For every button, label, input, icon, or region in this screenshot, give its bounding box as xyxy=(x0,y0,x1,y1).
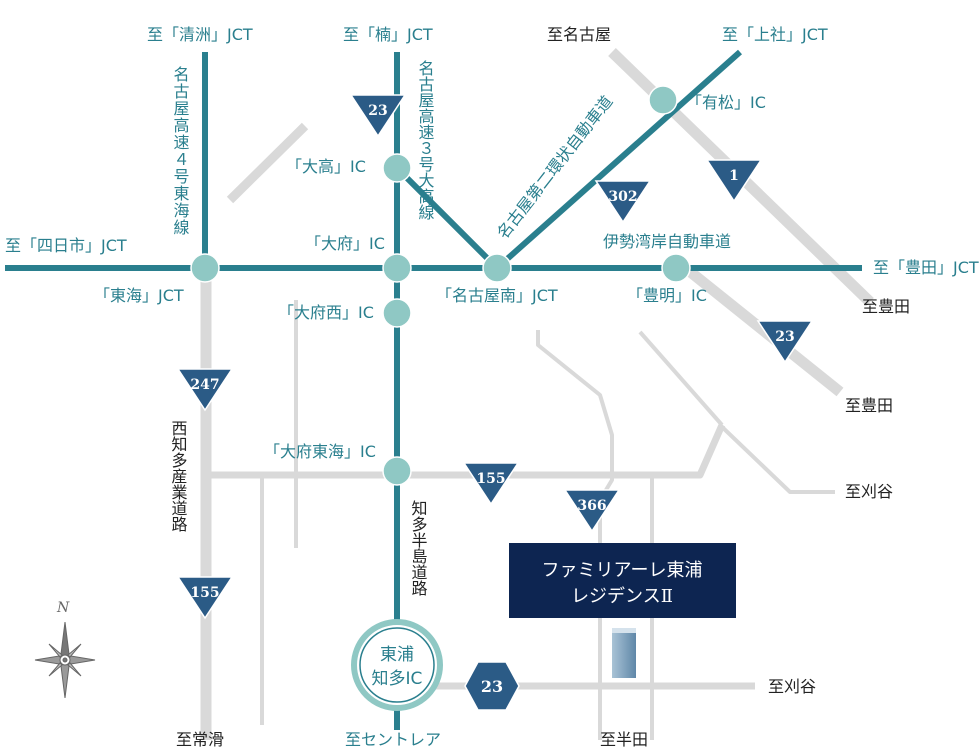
label-kusu-jct: 至「楠」JCT xyxy=(343,25,433,44)
node-arimatsu xyxy=(648,85,678,115)
route-shields: 23 1 302 23 247 155 366 155 xyxy=(176,94,814,711)
property-name-line1: ファミリアーレ東浦 xyxy=(542,560,703,581)
label-yokkaichi-jct: 至「四日市」JCT xyxy=(5,236,127,255)
route-shield-23-south: 23 xyxy=(464,661,520,711)
route-shield-155-center: 155 xyxy=(462,462,520,506)
label-tokai-jct: 「東海」JCT xyxy=(94,286,184,305)
node-otaka xyxy=(382,153,412,183)
node-obu-tokai xyxy=(382,456,412,486)
building-icon xyxy=(612,628,636,678)
svg-text:155: 155 xyxy=(476,471,505,487)
label-route3-odaka: 名古屋高速３号大高線 xyxy=(416,60,435,220)
label-obu-nishi: 「大府西」IC xyxy=(278,303,374,322)
route-shield-23-north: 23 xyxy=(349,94,407,138)
northwest-stub-road xyxy=(226,122,309,204)
property-box xyxy=(509,543,736,618)
label-toyota-1: 至豊田 xyxy=(862,297,910,316)
road-name-labels: 名古屋高速４号東海線 名古屋高速３号大高線 名古屋第二環状自動車道 伊勢湾岸自動… xyxy=(169,60,732,596)
svg-text:247: 247 xyxy=(190,377,219,393)
node-obu xyxy=(382,253,412,283)
higashiura-chita-ic: 東浦 知多IC xyxy=(351,619,443,711)
local-road-f xyxy=(638,330,724,427)
label-tokoname: 至常滑 xyxy=(176,730,224,749)
svg-text:23: 23 xyxy=(481,677,503,696)
label-handa: 至半田 xyxy=(600,730,648,749)
label-kariya-1: 至刈谷 xyxy=(845,482,893,501)
label-kamiyashiro-jct: 至「上社」JCT xyxy=(722,25,828,44)
local-road-c xyxy=(536,330,614,740)
route-shield-155-west: 155 xyxy=(176,576,234,620)
svg-text:155: 155 xyxy=(190,585,219,601)
route-shield-247: 247 xyxy=(176,368,234,412)
label-chita-hanto: 知多半島道路 xyxy=(409,500,428,596)
direction-labels-dark: 至名古屋 至豊田 至豊田 至刈谷 至刈谷 至常滑 至半田 xyxy=(176,25,910,749)
route-155-road xyxy=(206,423,726,479)
property-name-line2: レジデンスⅡ xyxy=(571,586,673,607)
node-nagoya-minami xyxy=(482,253,512,283)
svg-text:366: 366 xyxy=(577,498,606,514)
compass-north-label: N xyxy=(56,600,70,616)
route-shield-1: 1 xyxy=(705,159,763,203)
label-kiyosu-jct: 至「清洲」JCT xyxy=(147,25,253,44)
label-arimatsu: 「有松」IC xyxy=(686,93,766,112)
dest-ic-line2: 知多IC xyxy=(372,669,423,689)
label-obu-tokai: 「大府東海」IC xyxy=(264,442,376,461)
label-centrair: 至セントレア xyxy=(345,730,441,749)
label-to-nagoya: 至名古屋 xyxy=(547,25,611,44)
node-toyoake xyxy=(661,253,691,283)
direction-labels-teal: 至「清洲」JCT 至「楠」JCT 至「上社」JCT 至「四日市」JCT 至「豊田… xyxy=(5,25,979,749)
interchange-labels: 「有松」IC 「大高」IC 「大府」IC 「東海」JCT 「名古屋南」JCT 「… xyxy=(94,93,766,461)
label-otaka: 「大高」IC xyxy=(286,157,366,176)
label-nagoya-minami-jct: 「名古屋南」JCT xyxy=(436,286,558,305)
local-road-e xyxy=(718,423,835,494)
svg-text:23: 23 xyxy=(775,329,794,345)
svg-text:302: 302 xyxy=(608,189,637,205)
label-nishichita: 西知多産業道路 xyxy=(169,420,188,532)
node-obu-nishi xyxy=(382,298,412,328)
route-23-east-road xyxy=(674,257,844,397)
label-route4-tokai: 名古屋高速４号東海線 xyxy=(171,66,190,236)
label-kariya-2: 至刈谷 xyxy=(768,677,816,696)
label-toyota-2: 至豊田 xyxy=(845,396,893,415)
expressways xyxy=(5,49,862,730)
label-obu: 「大府」IC xyxy=(305,234,385,253)
interchange-nodes xyxy=(190,85,691,486)
ring2-expressway xyxy=(495,49,742,271)
label-isewangan: 伊勢湾岸自動車道 xyxy=(603,232,731,251)
otaka-to-nagoya-minami xyxy=(394,165,500,271)
local-roads xyxy=(200,48,874,740)
label-toyota-jct: 至「豊田」JCT xyxy=(873,258,979,277)
svg-text:23: 23 xyxy=(368,103,387,119)
dest-ic-line1: 東浦 xyxy=(380,645,414,665)
compass-rose-icon xyxy=(34,621,96,699)
svg-text:1: 1 xyxy=(729,168,739,184)
route-shield-302: 302 xyxy=(594,180,652,224)
property-marker: ファミリアーレ東浦 レジデンスⅡ xyxy=(509,543,736,678)
route-shield-23-east: 23 xyxy=(756,320,814,364)
label-toyoake: 「豊明」IC xyxy=(627,286,707,305)
route-shield-366: 366 xyxy=(563,489,621,533)
node-tokai-jct xyxy=(190,253,220,283)
